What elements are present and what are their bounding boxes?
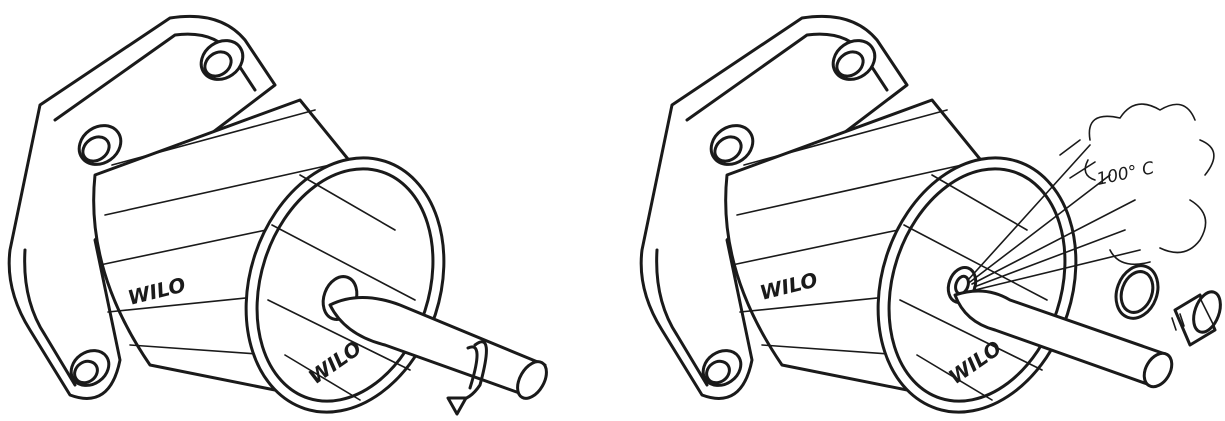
flange-bolt-holes — [69, 39, 245, 387]
steam-cloud-icon: 100° C — [1084, 103, 1215, 266]
steam-spray-lines — [967, 139, 1141, 291]
temperature-label: 100° C — [1095, 158, 1156, 190]
left-panel: WILO WILO — [7, 14, 548, 416]
right-panel: WILO WILO — [639, 14, 1222, 414]
rotation-arrow-icon — [446, 340, 488, 416]
screwdriver — [953, 289, 1174, 389]
vent-screw-icon — [1171, 290, 1222, 347]
o-ring — [1114, 264, 1160, 320]
flange-bolt-holes — [701, 39, 877, 387]
screwdriver — [328, 296, 548, 400]
motor-end-cap: WILO — [876, 156, 1078, 414]
pump-flange — [7, 14, 277, 400]
